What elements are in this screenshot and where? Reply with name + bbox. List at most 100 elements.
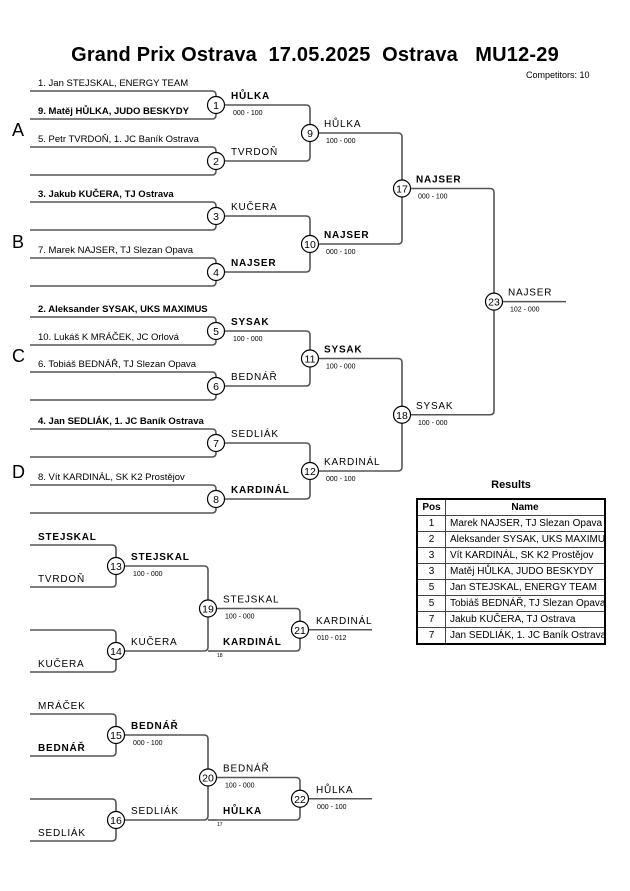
loser-entry: KARDINÁL	[223, 635, 282, 648]
match-circle-number: 10	[304, 239, 316, 251]
match-score: 000 - 100	[326, 476, 356, 483]
final-winner: NAJSER	[508, 288, 552, 299]
match-circle	[198, 599, 218, 618]
results-header-row: Pos Name	[416, 498, 606, 516]
match-winner: HŮLKA	[324, 117, 361, 130]
match-connector	[30, 484, 217, 514]
results-name: Jan SEDLIÁK, 1. JC Baník Ostrava	[445, 627, 606, 645]
match-score: 000 - 100	[233, 110, 263, 117]
match-circle-number: 20	[202, 773, 214, 785]
match-score: 100 - 000	[133, 571, 163, 578]
pool-label: C	[12, 346, 25, 366]
match-score: 000 - 100	[133, 740, 163, 747]
match-circle	[206, 95, 226, 115]
match-winner: KUČERA	[131, 635, 177, 648]
results-name: Marek NAJSER, TJ Slezan Opava	[445, 515, 606, 532]
match-score: 100 - 000	[225, 783, 255, 790]
results-name: Aleksander SYSAK, UKS MAXIMUS	[445, 531, 606, 548]
match-winner: SEDLIÁK	[131, 804, 179, 817]
match-winner: SYSAK	[416, 401, 453, 412]
match-score: 100 - 000	[326, 364, 356, 371]
match-circle-number: 6	[213, 381, 219, 393]
bronze-circle	[290, 620, 310, 639]
match-circle-number: 19	[202, 604, 214, 616]
match-score: 000 - 100	[418, 194, 448, 201]
results-pos: 2	[416, 531, 446, 548]
pool-label: B	[12, 232, 24, 252]
repechage-entry: KUČERA	[38, 657, 84, 670]
pool-label: A	[12, 120, 24, 140]
competitor-entry: 10. Lukáš K MRÁČEK, JC Orlová	[38, 332, 180, 343]
final-circle-number: 23	[488, 297, 500, 309]
pool-label: D	[12, 462, 25, 482]
repechage-entry: MRÁČEK	[38, 699, 86, 712]
match-connector	[30, 428, 217, 458]
match-circle	[206, 489, 226, 509]
match-circle-number: 15	[110, 730, 122, 742]
results-pos: 7	[416, 611, 446, 628]
match-circle-number: 13	[110, 561, 122, 573]
match-circle	[106, 725, 126, 745]
final-score: 102 - 000	[510, 307, 540, 314]
match-circle	[206, 206, 226, 226]
results-pos: 5	[416, 595, 446, 612]
match-circle	[106, 810, 126, 830]
match-connector	[319, 132, 403, 245]
match-winner: KARDINÁL	[231, 483, 290, 496]
match-score: 100 - 000	[418, 420, 448, 427]
bronze-score: 010 - 012	[317, 635, 347, 642]
match-circle-number: 3	[213, 211, 219, 223]
page-title: Grand Prix Ostrava 17.05.2025 Ostrava MU…	[71, 44, 559, 66]
match-winner: KARDINÁL	[324, 455, 380, 468]
match-winner: NAJSER	[324, 230, 369, 241]
competitor-entry: 5. Petr TVRDOŇ, 1. JC Baník Ostrava	[38, 134, 200, 145]
results-title: Results	[491, 479, 531, 491]
match-connector	[411, 187, 495, 416]
competitor-entry: 6. Tobiáš BEDNÁŘ, TJ Slezan Opava	[38, 359, 197, 370]
competitor-entry: 4. Jan SEDLIÁK, 1. JC Baník Ostrava	[38, 416, 205, 427]
match-winner: STEJSKAL	[223, 595, 279, 606]
results-pos: 1	[416, 515, 446, 532]
match-circle	[300, 123, 320, 143]
match-winner: BEDNÁŘ	[231, 370, 277, 383]
competitor-entry: 9. Matěj HŮLKA, JUDO BESKYDY	[38, 105, 190, 117]
repechage-entry: BEDNÁŘ	[38, 741, 86, 754]
bronze-circle-number: 22	[294, 794, 306, 806]
match-connector	[30, 201, 217, 231]
match-circle-number: 18	[396, 410, 408, 422]
bronze-circle-number: 21	[294, 625, 306, 637]
match-score: 100 - 000	[225, 614, 255, 621]
match-circle-number: 5	[213, 326, 219, 338]
match-circle	[300, 234, 320, 254]
competitors-count: Competitors: 10	[526, 70, 590, 80]
match-connector	[319, 357, 403, 472]
match-circle-number: 4	[213, 267, 219, 279]
match-score: 100 - 000	[326, 138, 356, 145]
loser-entry: HŮLKA	[223, 803, 262, 817]
results-pos: 7	[416, 627, 446, 645]
results-name: Vít KARDINÁL, SK K2 Prostějov	[445, 547, 606, 564]
match-score: 000 - 100	[326, 249, 356, 256]
match-circle	[198, 768, 218, 787]
match-circle-number: 14	[110, 646, 122, 658]
results-name: Jakub KUČERA, TJ Ostrava	[445, 611, 606, 628]
match-circle	[106, 641, 126, 661]
match-winner: SYSAK	[231, 317, 269, 328]
results-name: Jan STEJSKAL, ENERGY TEAM	[445, 579, 606, 596]
match-circle-number: 1	[213, 100, 219, 112]
results-name: Matěj HŮLKA, JUDO BESKYDY	[445, 563, 606, 580]
repechage-entry: SEDLIÁK	[38, 826, 86, 839]
match-winner: NAJSER	[416, 175, 461, 186]
match-circle-number: 12	[304, 466, 316, 478]
match-circle	[206, 262, 226, 282]
bronze-winner: KARDINÁL	[316, 614, 372, 627]
match-winner: HŮLKA	[231, 88, 270, 102]
competitor-entry: 1. Jan STEJSKAL, ENERGY TEAM	[38, 78, 188, 89]
match-circle	[106, 556, 126, 576]
match-winner: BEDNÁŘ	[223, 762, 269, 775]
